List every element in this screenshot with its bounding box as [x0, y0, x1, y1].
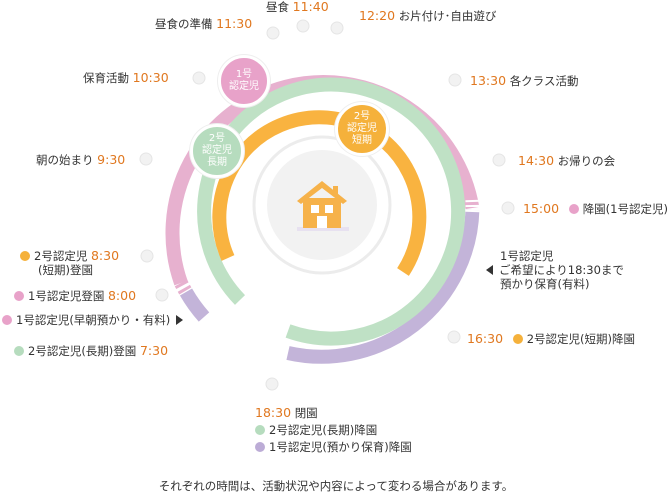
- badge-type2-long: 2号 認定児 長期: [190, 124, 244, 178]
- pink-dot-icon: [14, 291, 24, 301]
- label-class-activity: 13:30 各クラス活動: [470, 74, 578, 88]
- orange-dot-icon: [513, 334, 523, 344]
- label-type2-short-arrive: 2号認定児 8:30 (短期)登園: [20, 249, 119, 277]
- label-extended-care-note: 1号認定児 ご希望により18:30まで 預かり保育(有料): [486, 249, 624, 291]
- label-homecoming: 14:30 お帰りの会: [518, 154, 615, 168]
- ring-type1-dash: [181, 283, 186, 292]
- label-activity: 保育活動 10:30: [83, 71, 169, 85]
- label-type1-leave: 15:00 降園(1号認定児): [523, 202, 668, 216]
- arrow-right-icon: [176, 315, 183, 325]
- label-lunch: 昼食 11:40: [266, 0, 329, 14]
- label-type1-arrive: 1号認定児登園 8:00: [14, 289, 136, 303]
- footnote: それぞれの時間は、活動状況や内容によって変わる場合があります。: [0, 478, 672, 494]
- label-morning: 朝の始まり 9:30: [36, 153, 125, 167]
- green-dot-icon: [255, 425, 265, 435]
- label-lunch-prep: 昼食の準備 11:30: [155, 17, 252, 31]
- green-dot-icon: [14, 346, 24, 356]
- badge-type1: 1号 認定児: [218, 55, 270, 107]
- label-type2-long-arrive: 2号認定児(長期)登園 7:30: [14, 344, 168, 358]
- label-early-care: 1号認定児(早朝預かり・有料): [2, 313, 183, 327]
- label-type2-short-leave: 16:30 2号認定児(短期)降園: [467, 332, 635, 346]
- label-cleanup: 12:20 お片付け･自由遊び: [359, 9, 496, 23]
- pink-dot-icon: [569, 204, 579, 214]
- badge-type2-short: 2号 認定児 短期: [335, 102, 389, 156]
- ring-early-care: [186, 292, 204, 317]
- orange-dot-icon: [20, 251, 30, 261]
- label-closing: 18:30 閉園 2号認定児(長期)降園 1号認定児(預かり保育)降園: [255, 404, 412, 456]
- pink-dot-icon: [2, 315, 12, 325]
- purple-dot-icon: [255, 442, 265, 452]
- arrow-left-icon: [486, 265, 493, 275]
